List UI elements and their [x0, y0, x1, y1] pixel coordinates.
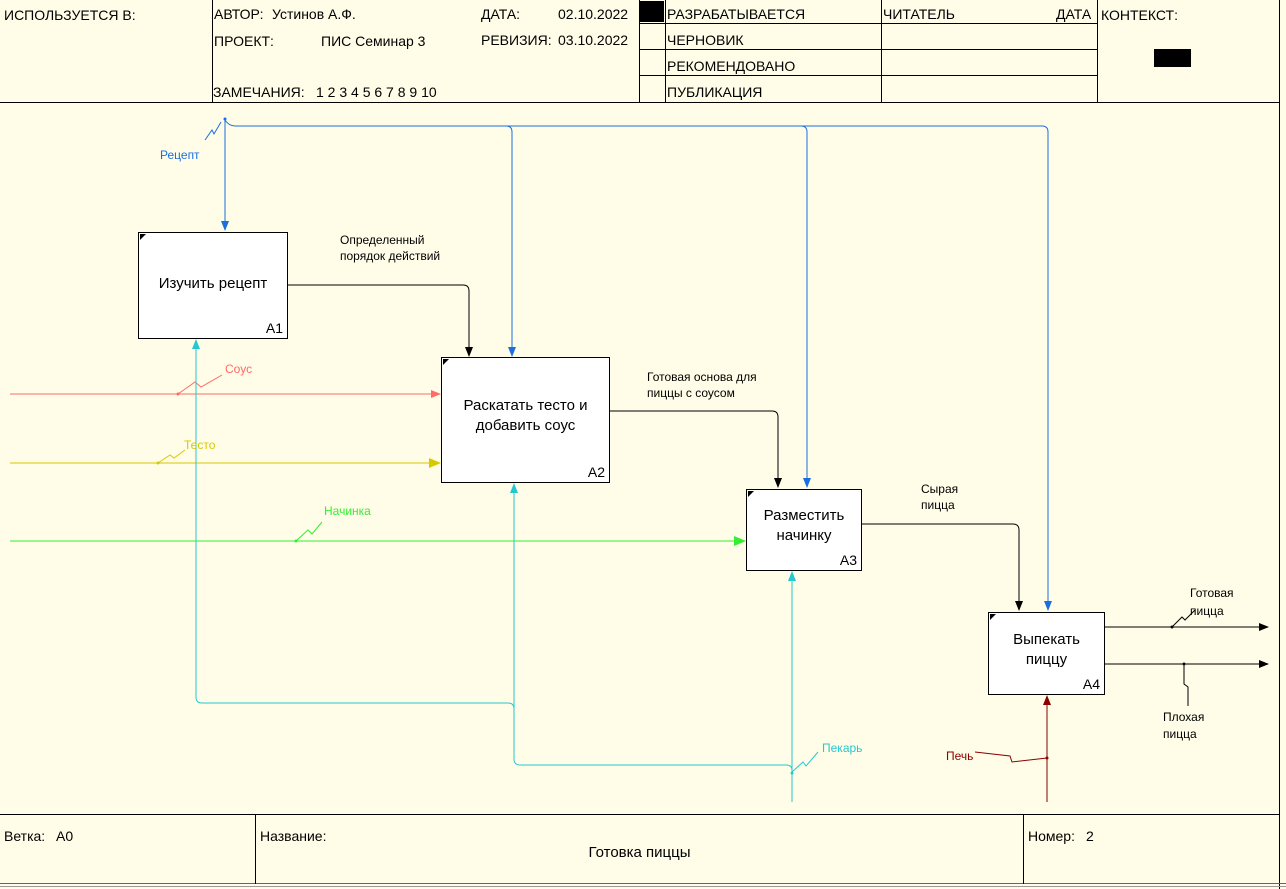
activity-box-a4[interactable]: Выпекать пиццу A4 [988, 612, 1105, 695]
activity-number: A4 [1082, 676, 1100, 692]
flow-arrows [288, 284, 1269, 706]
notes-value: 1 2 3 4 5 6 7 8 9 10 [316, 84, 437, 100]
dough-arrow [10, 449, 441, 468]
raw-label-line1: Сырая [921, 482, 959, 496]
date-label: ДАТА: [481, 6, 521, 22]
status-marker [640, 1, 664, 22]
project-label: ПРОЕКТ: [214, 33, 274, 49]
revision-label: РЕВИЗИЯ: [481, 32, 552, 48]
activity-box-a2[interactable]: Раскатать тесто и добавить соус A2 [441, 357, 610, 483]
activity-title: Разместить начинку [763, 507, 845, 544]
context-thumbnail [1154, 49, 1191, 67]
name-label: Название: [260, 828, 327, 844]
order-label-line1: Определенный [340, 233, 425, 247]
status-working: РАЗРАБАТЫВАЕТСЯ [667, 6, 806, 22]
author-label: АВТОР: [214, 6, 264, 22]
activity-number: A2 [587, 464, 605, 480]
status-publication: ПУБЛИКАЦИЯ [667, 84, 763, 100]
right-border [1279, 0, 1280, 889]
used-in-label: ИСПОЛЬЗУЕТСЯ В: [4, 7, 136, 23]
baker-label: Пекарь [822, 741, 863, 755]
number-label: Номер: [1028, 828, 1075, 844]
header-divider [665, 0, 666, 102]
activity-title: Раскатать тесто и добавить соус [463, 397, 588, 434]
reader-date-label: ДАТА [1056, 6, 1092, 22]
status-draft: ЧЕРНОВИК [667, 32, 744, 48]
activity-box-a3[interactable]: Разместить начинку A3 [746, 489, 862, 571]
box-corner-mark [443, 359, 449, 365]
filling-label: Начинка [324, 504, 371, 518]
baker-arrow [192, 339, 819, 802]
activity-number: A3 [839, 552, 857, 568]
node-value: A0 [56, 828, 74, 844]
box-corner-mark [748, 491, 754, 497]
bad-label-line1: Плохая [1163, 710, 1205, 724]
sauce-label: Соус [225, 362, 253, 376]
base-label-line2: пиццы с соусом [647, 386, 735, 400]
box-corner-mark [140, 234, 146, 240]
date-value: 02.10.2022 [558, 6, 629, 22]
project-value: ПИС Семинар 3 [321, 33, 426, 49]
node-label: Ветка: [4, 828, 46, 844]
bad-label-line2: пицца [1163, 727, 1197, 741]
recipe-dot [223, 117, 227, 121]
notes-label: ЗАМЕЧАНИЯ: [213, 84, 305, 100]
ready-label-line1: Готовая [1190, 586, 1234, 600]
footer-bottom-border [0, 883, 1286, 884]
raw-label-line2: пицца [921, 498, 955, 512]
filling-arrow [10, 521, 746, 546]
dough-label: Тесто [184, 438, 216, 452]
activity-title: Изучить рецепт [158, 274, 268, 292]
header-divider [639, 0, 640, 102]
header-row-line [639, 23, 1097, 24]
header-row-line [639, 49, 1097, 50]
recipe-label: Рецепт [160, 148, 200, 162]
activity-title: Выпекать пиццу [1013, 630, 1080, 668]
footer-divider [1023, 814, 1024, 884]
author-value: Устинов А.Ф. [272, 6, 356, 22]
recipe-arrow [204, 118, 1052, 611]
activity-box-a1[interactable]: Изучить рецепт A1 [138, 232, 288, 339]
header-bottom-border [0, 102, 1280, 103]
base-label-line1: Готовая основа для [647, 370, 757, 384]
header-row-line [639, 75, 1097, 76]
activity-number: A1 [265, 320, 283, 336]
oven-arrow [974, 695, 1051, 802]
order-label-line2: порядок действий [340, 249, 441, 263]
footer-bottom-border [0, 886, 1286, 887]
status-recommended: РЕКОМЕНДОВАНО [667, 58, 796, 74]
context-label: КОНТЕКСТ: [1101, 7, 1178, 23]
reader-label: ЧИТАТЕЛЬ [883, 6, 955, 22]
revision-value: 03.10.2022 [558, 32, 629, 48]
sauce-arrow [10, 374, 441, 398]
footer-divider [255, 814, 256, 884]
number-value: 2 [1086, 828, 1094, 844]
ready-label-line2: пицца [1190, 604, 1224, 618]
header-divider [212, 0, 213, 102]
box-corner-mark [990, 614, 996, 620]
header-divider [881, 0, 882, 102]
oven-label: Печь [946, 749, 974, 763]
diagram-title: Готовка пиццы [588, 844, 691, 861]
footer-top-border [0, 814, 1280, 815]
header-divider [1097, 0, 1098, 102]
